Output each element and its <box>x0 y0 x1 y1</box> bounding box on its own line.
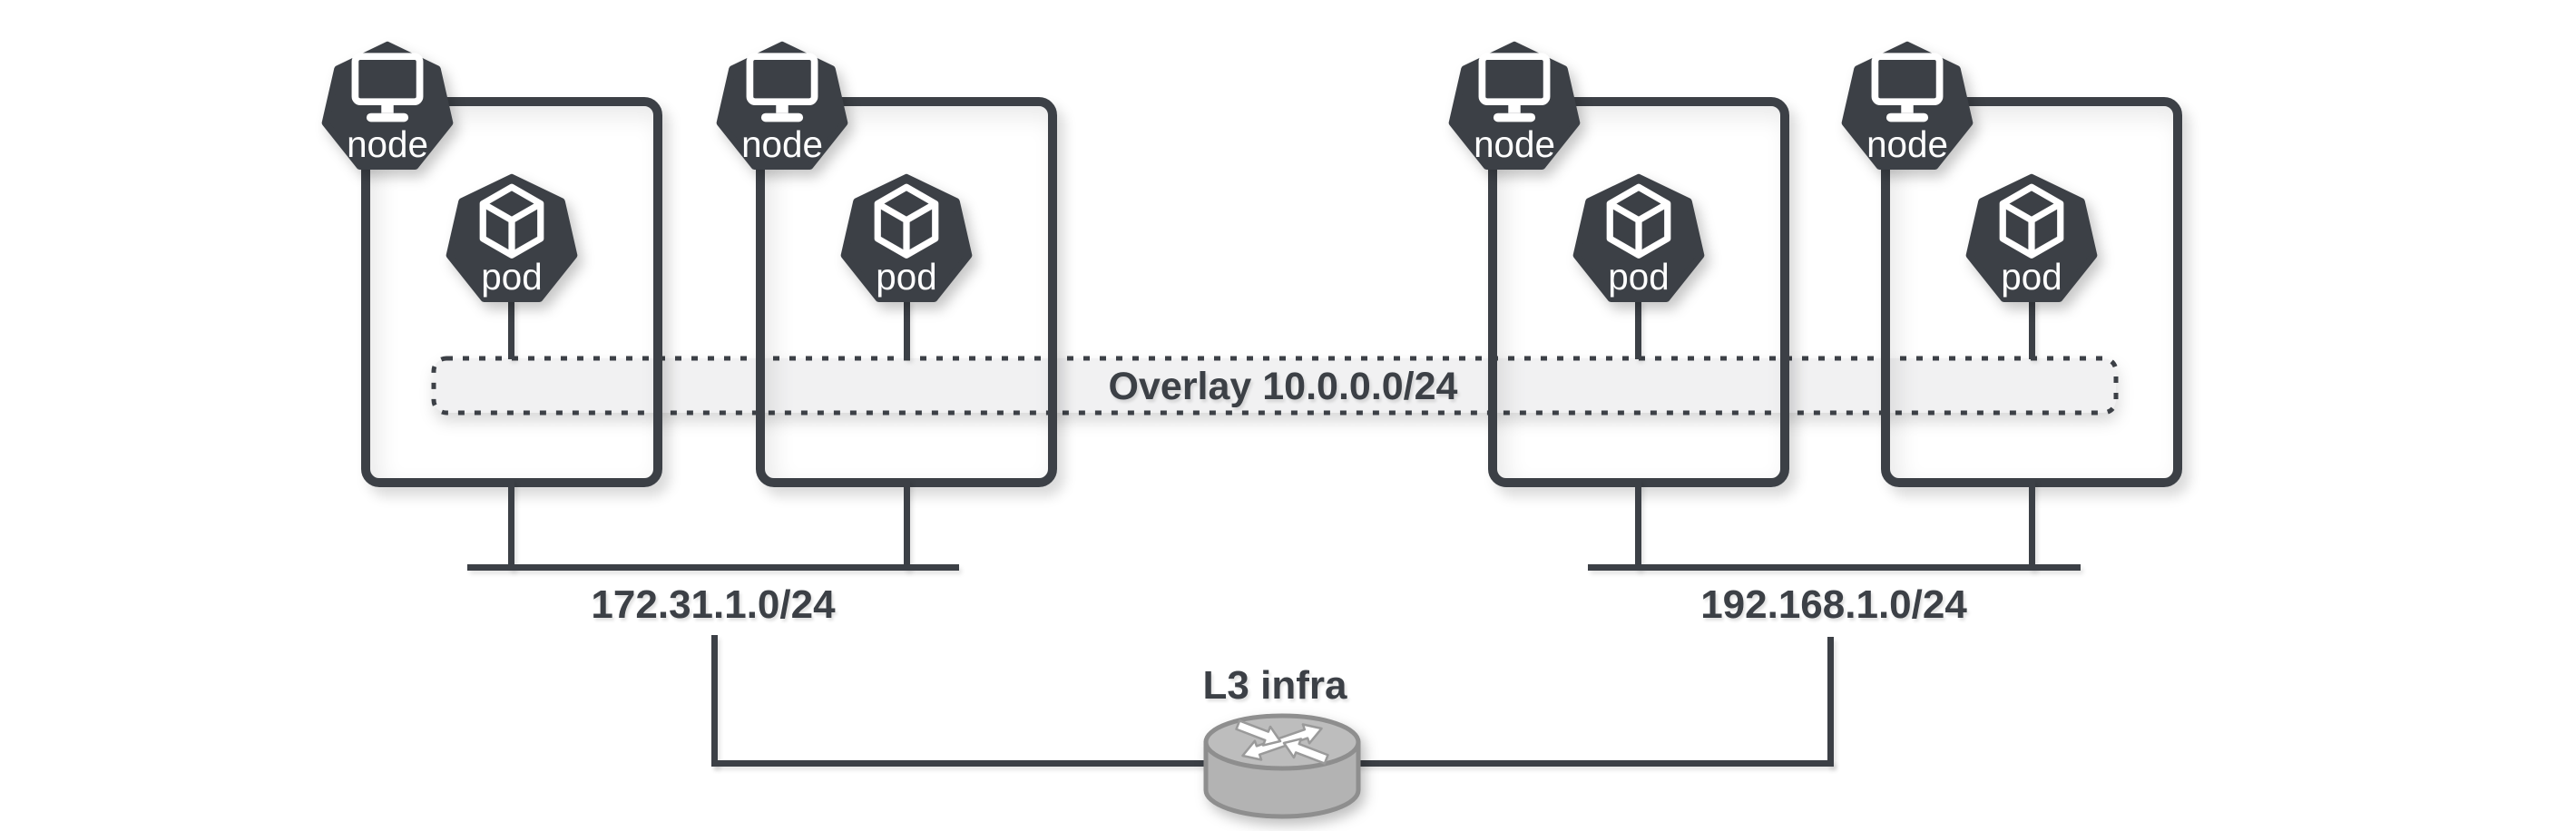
subnet-bus-left <box>467 564 959 571</box>
node-badge-3: node <box>1448 41 1581 171</box>
pod-badge-3: pod <box>1572 173 1705 303</box>
cube-icon <box>874 183 939 259</box>
pod-badge-label: pod <box>1608 256 1669 298</box>
monitor-icon <box>1871 53 1944 122</box>
l3-link-left <box>711 635 718 767</box>
node-subnet-link-1 <box>508 479 514 570</box>
pod-badge-label: pod <box>876 256 936 298</box>
router-icon <box>1203 713 1361 819</box>
cube-icon <box>1606 183 1671 259</box>
monitor-icon <box>351 53 424 122</box>
monitor-icon <box>1478 53 1551 122</box>
node-badge-label: node <box>1866 123 1948 165</box>
pod-badge-label: pod <box>2001 256 2062 298</box>
pod-badge-4: pod <box>1965 173 2098 303</box>
node-subnet-link-2 <box>904 479 910 570</box>
node-badge-4: node <box>1841 41 1974 171</box>
pod-overlay-link-1 <box>508 299 514 359</box>
pod-badge-2: pod <box>840 173 973 303</box>
node-badge-2: node <box>716 41 848 171</box>
subnet-label-right: 192.168.1.0/24 <box>1700 582 1967 627</box>
overlay-network-band <box>431 356 2119 416</box>
overlay-network-label: Overlay 10.0.0.0/24 <box>1108 365 1458 408</box>
cube-icon <box>479 183 544 259</box>
monitor-icon <box>746 53 818 122</box>
pod-overlay-link-3 <box>1635 299 1641 359</box>
pod-badge-label: pod <box>481 256 542 298</box>
node-subnet-link-4 <box>2029 479 2035 570</box>
cube-icon <box>1999 183 2064 259</box>
subnet-bus-right <box>1588 564 2081 571</box>
node-badge-label: node <box>741 123 823 165</box>
node-badge-label: node <box>347 123 428 165</box>
router-arrows-icon <box>1235 719 1329 765</box>
pod-overlay-link-4 <box>2029 299 2035 359</box>
node-subnet-link-3 <box>1635 479 1641 570</box>
l3-link-right <box>1827 637 1834 767</box>
pod-overlay-link-2 <box>904 299 910 359</box>
pod-badge-1: pod <box>446 173 578 303</box>
subnet-label-left: 172.31.1.0/24 <box>591 582 836 627</box>
node-badge-label: node <box>1474 123 1555 165</box>
node-badge-1: node <box>321 41 454 171</box>
l3-infra-label: L3 infra <box>1202 663 1347 708</box>
